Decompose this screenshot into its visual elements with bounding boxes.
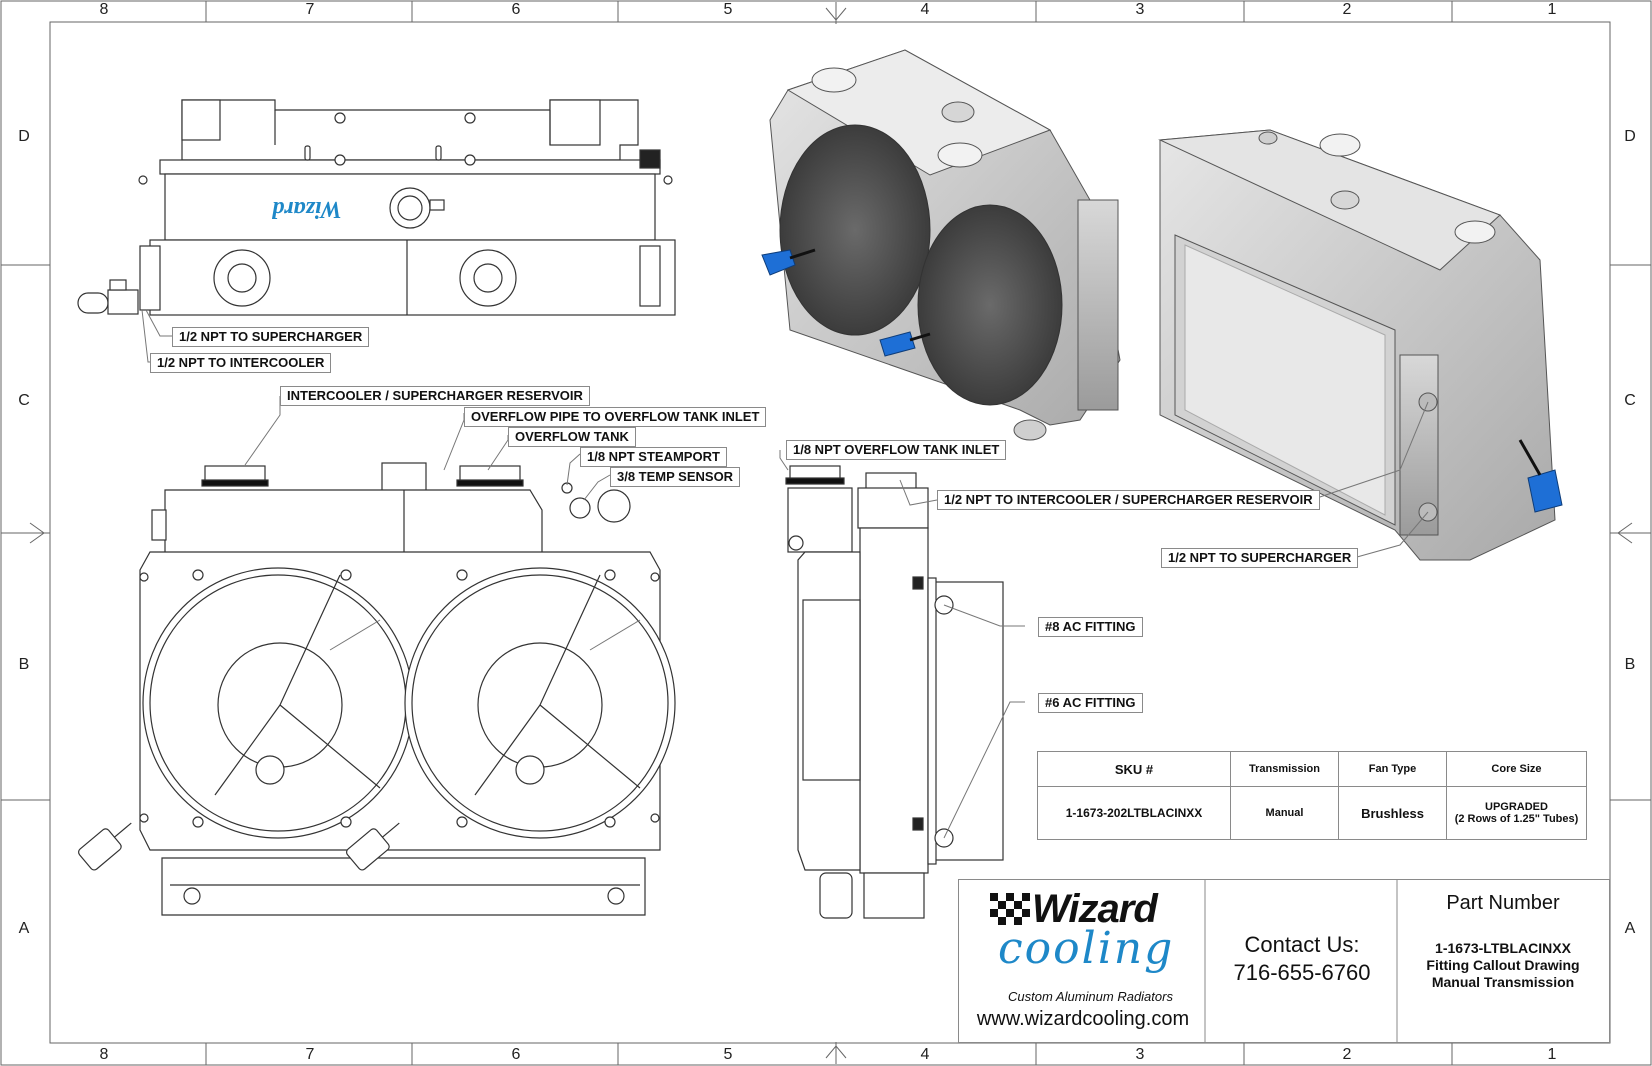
callout-overflow-tank: OVERFLOW TANK	[508, 427, 636, 447]
cell-transmission: Manual	[1230, 786, 1339, 840]
drawing-title: Fitting Callout Drawing	[1426, 957, 1580, 973]
contact-label: Contact Us:	[1244, 932, 1360, 957]
callout-steamport: 1/8 NPT STEAMPORT	[580, 447, 727, 467]
callout-overflow-pipe: OVERFLOW PIPE TO OVERFLOW TANK INLET	[464, 407, 767, 427]
logo-word-wizard: Wizard	[1032, 887, 1158, 931]
title-block	[958, 879, 1610, 1043]
zone-row-a-left: A	[18, 920, 30, 937]
logo-tagline: Custom Aluminum Radiators	[1008, 989, 1173, 1004]
part-number-label: Part Number	[1446, 892, 1560, 914]
zone-col-3-bottom: 3	[1135, 1046, 1145, 1063]
iso-view-rear	[1158, 129, 1563, 561]
callout-npt-intercooler-top: 1/2 NPT TO INTERCOOLER	[150, 353, 332, 373]
zone-row-d-right: D	[1624, 128, 1636, 145]
zone-col-5-top: 5	[723, 1, 733, 18]
header-core-size: Core Size	[1446, 751, 1587, 787]
zone-col-1-bottom: 1	[1547, 1046, 1557, 1063]
zone-col-6-bottom: 6	[511, 1046, 521, 1063]
core-size-line2: (2 Rows of 1.25" Tubes)	[1454, 813, 1579, 825]
zone-row-c-left: C	[18, 392, 30, 409]
header-sku: SKU #	[1037, 751, 1231, 787]
core-size-line1: UPGRADED	[1485, 801, 1548, 813]
side-view	[785, 465, 1004, 919]
top-view-logo-mark: Wizard	[271, 196, 342, 222]
callout-temp-sensor: 3/8 TEMP SENSOR	[610, 467, 741, 487]
zone-col-7-bottom: 7	[305, 1046, 315, 1063]
zone-col-2-bottom: 2	[1342, 1046, 1352, 1063]
wizard-cooling-logo: Wizard cooling Custom Aluminum Radiators	[968, 885, 1216, 1031]
front-view	[78, 462, 676, 916]
header-transmission: Transmission	[1230, 751, 1339, 787]
table-row: 1-1673-202LTBLACINXX Manual Brushless UP…	[1037, 786, 1587, 840]
zone-row-c-right: C	[1624, 392, 1636, 409]
callout-reservoir: INTERCOOLER / SUPERCHARGER RESERVOIR	[280, 386, 590, 406]
callout-overflow-inlet: 1/8 NPT OVERFLOW TANK INLET	[786, 440, 1007, 460]
callout-ac8: #8 AC FITTING	[1038, 617, 1143, 637]
part-number-value: 1-1673-LTBLACINXX	[1435, 940, 1571, 956]
zone-col-8-top: 8	[99, 1, 109, 18]
zone-col-8-bottom: 8	[99, 1046, 109, 1063]
zone-row-b-right: B	[1624, 656, 1636, 673]
zone-col-4-top: 4	[920, 1, 930, 18]
drawing-subtitle: Manual Transmission	[1431, 974, 1575, 990]
zone-col-4-bottom: 4	[920, 1046, 930, 1063]
zone-col-5-bottom: 5	[723, 1046, 733, 1063]
cell-sku: 1-1673-202LTBLACINXX	[1037, 786, 1231, 840]
header-fan-type: Fan Type	[1338, 751, 1447, 787]
zone-col-2-top: 2	[1342, 1, 1352, 18]
website-link[interactable]: www.wizardcooling.com	[976, 1008, 1190, 1030]
top-view	[77, 99, 676, 316]
zone-row-a-right: A	[1624, 920, 1636, 937]
contact-phone: 716-655-6760	[1233, 960, 1371, 985]
zone-col-1-top: 1	[1547, 1, 1557, 18]
zone-col-3-top: 3	[1135, 1, 1145, 18]
callout-npt-supercharger-top: 1/2 NPT TO SUPERCHARGER	[172, 327, 370, 347]
zone-col-7-top: 7	[305, 1, 315, 18]
logo-word-cooling: cooling	[998, 923, 1175, 974]
zone-row-b-left: B	[18, 656, 30, 673]
callout-npt-supercharger-iso: 1/2 NPT TO SUPERCHARGER	[1161, 548, 1359, 568]
callout-npt-reservoir-iso: 1/2 NPT TO INTERCOOLER / SUPERCHARGER RE…	[937, 490, 1320, 510]
iso-view-front	[761, 49, 1121, 441]
checkered-flag-icon	[990, 893, 1030, 925]
callout-ac6: #6 AC FITTING	[1038, 693, 1143, 713]
zone-row-d-left: D	[18, 128, 30, 145]
spec-table-header-row: SKU # Transmission Fan Type Core Size	[1037, 751, 1587, 787]
cell-core-size: UPGRADED (2 Rows of 1.25" Tubes)	[1446, 786, 1587, 840]
zone-col-6-top: 6	[511, 1, 521, 18]
spec-table: SKU # Transmission Fan Type Core Size 1-…	[1037, 751, 1587, 840]
cell-fan-type: Brushless	[1338, 786, 1447, 840]
